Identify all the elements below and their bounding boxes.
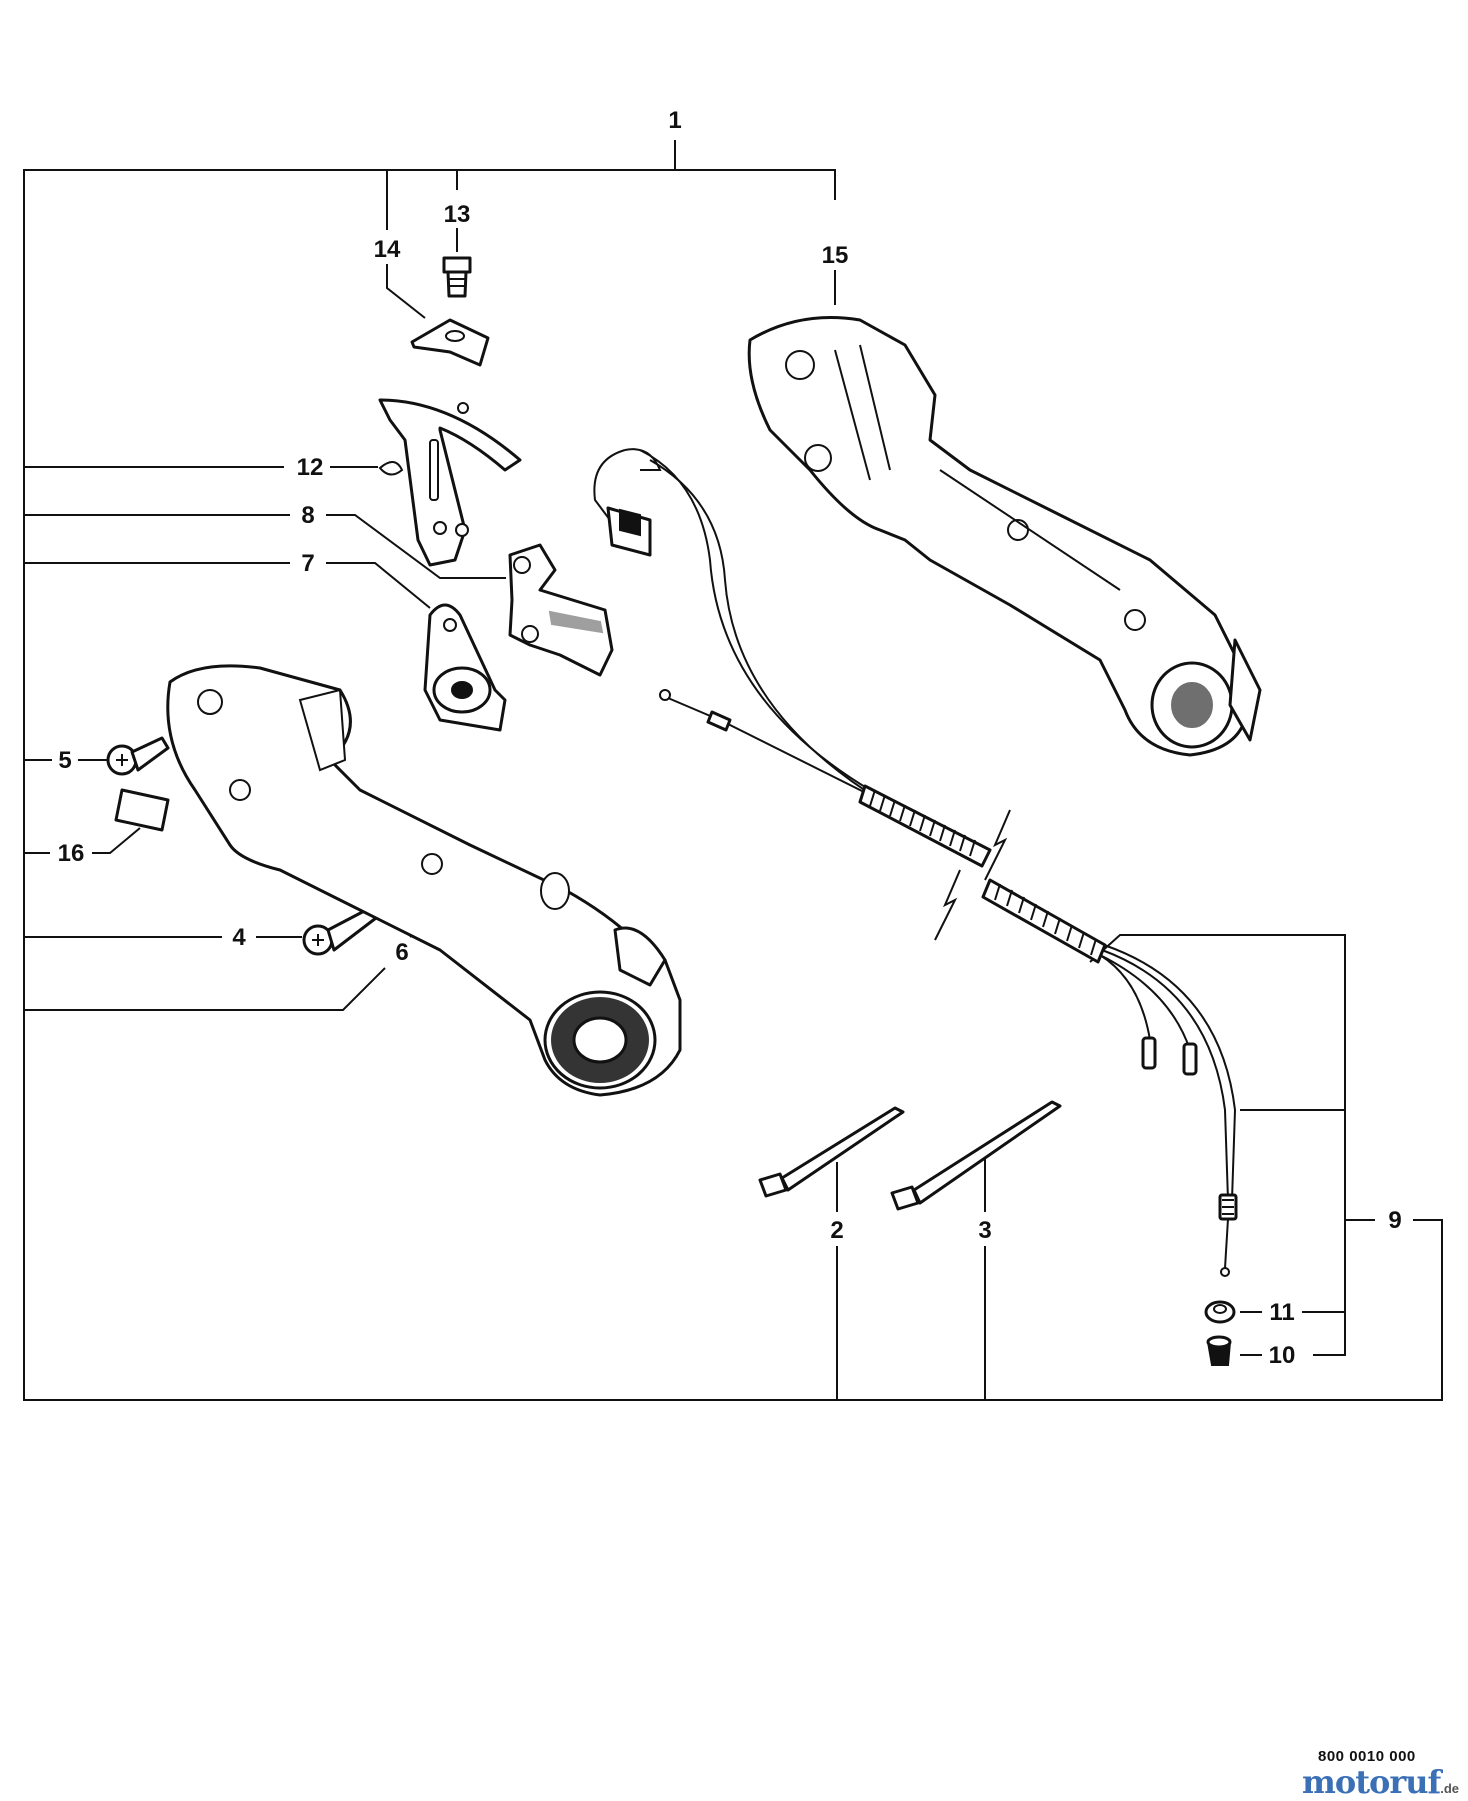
part-cable-assembly-9 <box>659 689 1238 1277</box>
part-throttle-lever-12 <box>378 398 522 567</box>
part-nut-11 <box>1204 1300 1236 1324</box>
callout-7: 7 <box>301 550 314 577</box>
part-screw-5 <box>106 736 170 776</box>
part-handle-half-left-6 <box>166 664 682 1097</box>
part-screw-13 <box>442 256 472 298</box>
callout-11: 11 <box>1269 1299 1294 1326</box>
watermark-suffix: .de <box>1440 1781 1460 1796</box>
callout-10: 10 <box>1269 1342 1296 1369</box>
part-stop-switch <box>593 448 881 801</box>
document-code: 800 0010 000 <box>1318 1748 1416 1765</box>
part-cam-7 <box>423 603 507 732</box>
callout-16: 16 <box>58 840 85 867</box>
callout-2: 2 <box>830 1217 843 1244</box>
part-label-16 <box>114 788 170 832</box>
part-lockout-lever-8 <box>508 543 614 677</box>
callout-1: 1 <box>668 107 681 134</box>
watermark-logo: motoruf.de <box>1302 1763 1459 1801</box>
part-screw-4 <box>302 906 378 956</box>
callout-4: 4 <box>232 924 246 951</box>
callout-15: 15 <box>822 242 849 269</box>
callout-5: 5 <box>58 747 71 774</box>
part-adjuster-10 <box>1206 1335 1232 1366</box>
callout-14: 14 <box>374 236 401 263</box>
callout-9: 9 <box>1388 1207 1401 1234</box>
callout-13: 13 <box>444 201 471 228</box>
callout-6: 6 <box>395 939 408 966</box>
leader-lines <box>23 140 1443 1401</box>
watermark-text: motoruf <box>1302 1763 1441 1801</box>
callout-12: 12 <box>297 454 324 481</box>
part-handle-half-right-15 <box>747 316 1262 757</box>
part-cable-tie-3 <box>890 1100 1062 1211</box>
part-nut-block-14 <box>410 318 490 367</box>
callout-3: 3 <box>978 1217 991 1244</box>
callout-8: 8 <box>301 502 314 529</box>
callout-labels: 1 13 14 15 12 8 7 5 16 4 6 2 3 9 11 10 <box>58 107 1402 1369</box>
part-cable-tie-2 <box>758 1106 905 1198</box>
